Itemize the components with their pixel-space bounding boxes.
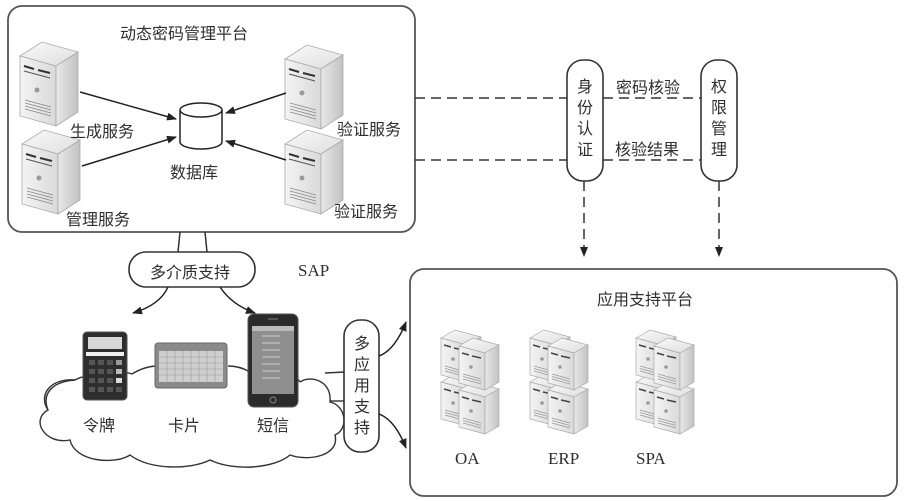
password-check-label: 密码核验: [616, 78, 681, 97]
device-label-token: 令牌: [83, 416, 116, 435]
arrow-manage-to-db: [81, 135, 177, 167]
database-label: 数据库: [170, 163, 219, 182]
arrow-media-to-token: [132, 286, 169, 315]
service-label: 验证服务: [337, 120, 402, 139]
device-label-card: 卡片: [168, 416, 201, 435]
arrow-verify1-to-db: [225, 92, 287, 114]
oa-server-stack-icon: [441, 330, 499, 434]
verify-service-server-icon: [284, 44, 344, 130]
spa-server-stack-icon: [636, 330, 694, 434]
arrow-generate-to-db: [79, 91, 177, 121]
sap-label: SAP: [298, 261, 330, 280]
device-label-sms: 短信: [257, 416, 290, 435]
arrow-verify2-to-db: [225, 139, 287, 161]
identity-auth-node: [566, 59, 604, 182]
arrow-to-app-platform-bottom: [378, 413, 407, 449]
erp-server-stack-icon: [530, 330, 588, 434]
check-result-label: 核验结果: [615, 140, 680, 159]
app-label-erp: ERP: [548, 449, 580, 468]
permission-mgmt-node: [700, 59, 738, 182]
arrow-to-app-platform-top: [378, 321, 407, 357]
multi-media-support-node: [128, 251, 256, 288]
smartphone-icon: [247, 313, 299, 408]
service-label: 验证服务: [334, 202, 399, 221]
service-label: 生成服务: [70, 122, 135, 141]
arrow-media-to-phone: [219, 286, 256, 314]
manage-service-server-icon: [21, 129, 81, 215]
generate-service-server-icon: [19, 41, 79, 127]
database-icon: [179, 102, 223, 150]
app-label-oa: OA: [455, 449, 480, 468]
multi-app-support-label: 多应用支持: [353, 334, 370, 437]
identity-auth-label: 身份认证: [576, 77, 593, 159]
multi-media-support-label: 多介质支持: [150, 263, 231, 282]
multi-app-support-node: [343, 319, 380, 453]
permission-mgmt-label: 权限管理: [710, 77, 727, 159]
token-calculator-icon: [82, 331, 128, 401]
app-platform-title: 应用支持平台: [597, 290, 694, 309]
app-label-spa: SPA: [636, 449, 666, 468]
service-label: 管理服务: [66, 210, 131, 229]
auth-connection-lines: [415, 97, 723, 257]
card-icon: [154, 342, 228, 389]
platform-title: 动态密码管理平台: [120, 24, 249, 43]
